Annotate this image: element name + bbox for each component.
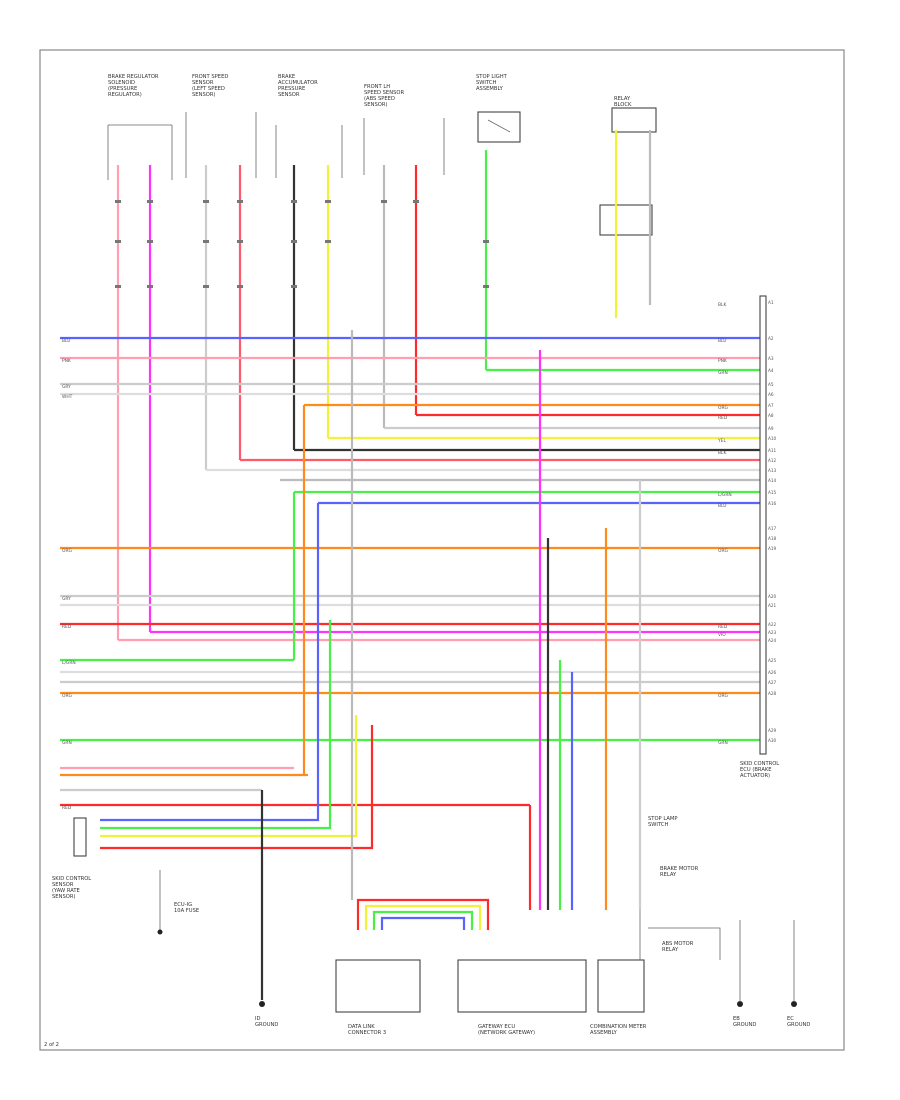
svg-text:A23: A23 bbox=[768, 630, 777, 635]
svg-text:PNK: PNK bbox=[62, 358, 71, 364]
svg-text:A20: A20 bbox=[768, 594, 777, 599]
svg-text:A7: A7 bbox=[768, 403, 774, 408]
svg-text:A15: A15 bbox=[768, 490, 777, 495]
svg-text:A30: A30 bbox=[768, 738, 777, 743]
wire-code-labels: BLK BLU PNK GRN ORG RED YEL BLK L/GRN BL… bbox=[62, 302, 732, 811]
svg-text:YEL: YEL bbox=[717, 438, 726, 444]
svg-text:A1: A1 bbox=[768, 300, 774, 305]
component-brackets bbox=[107, 107, 657, 236]
svg-text:GRN: GRN bbox=[718, 740, 728, 746]
svg-text:A12: A12 bbox=[768, 458, 777, 463]
svg-text:A29: A29 bbox=[768, 728, 777, 733]
svg-text:VIO: VIO bbox=[718, 632, 726, 638]
svg-text:ORG: ORG bbox=[62, 548, 73, 554]
connector-right bbox=[597, 959, 645, 1013]
ground-left bbox=[259, 1001, 265, 1007]
svg-text:GRY: GRY bbox=[62, 384, 71, 390]
svg-text:A17: A17 bbox=[768, 526, 777, 531]
svg-text:RED: RED bbox=[718, 624, 728, 630]
pin-codes: A1 A2 A3 A4 A5 A6 A7 A8 A9 A10 A11 A12 A… bbox=[768, 300, 777, 743]
vertical-routes bbox=[100, 330, 642, 1000]
svg-text:RED: RED bbox=[62, 624, 72, 630]
ground-right1 bbox=[737, 1001, 743, 1007]
svg-text:A28: A28 bbox=[768, 691, 777, 696]
connector-left bbox=[335, 959, 421, 1013]
svg-text:A2: A2 bbox=[768, 336, 774, 341]
svg-text:A16: A16 bbox=[768, 501, 777, 506]
svg-text:A11: A11 bbox=[768, 448, 777, 453]
svg-text:BLU: BLU bbox=[62, 338, 70, 344]
svg-text:A19: A19 bbox=[768, 546, 777, 551]
connector-middle bbox=[457, 959, 587, 1013]
diagram-border bbox=[39, 49, 845, 1051]
svg-text:L/GRN: L/GRN bbox=[718, 492, 732, 498]
svg-text:BLU: BLU bbox=[718, 503, 726, 509]
svg-text:A13: A13 bbox=[768, 468, 777, 473]
svg-text:A8: A8 bbox=[768, 413, 774, 418]
svg-text:A22: A22 bbox=[768, 622, 777, 627]
page-ref: 2 of 2 bbox=[44, 1042, 59, 1048]
svg-text:A4: A4 bbox=[768, 368, 774, 373]
svg-text:A9: A9 bbox=[768, 426, 774, 431]
svg-text:GRN: GRN bbox=[62, 740, 72, 746]
svg-text:A26: A26 bbox=[768, 670, 777, 675]
svg-text:GRN: GRN bbox=[718, 370, 728, 376]
svg-text:A27: A27 bbox=[768, 680, 777, 685]
svg-text:A21: A21 bbox=[768, 603, 777, 608]
bottom-mid-connector-label: GATEWAY ECU(NETWORK GATEWAY) bbox=[478, 1024, 535, 1036]
connector-ticks bbox=[115, 200, 489, 288]
svg-text:RED: RED bbox=[718, 415, 728, 421]
svg-text:A6: A6 bbox=[768, 392, 774, 397]
svg-text:ORG: ORG bbox=[718, 693, 729, 699]
svg-text:RED: RED bbox=[62, 805, 72, 811]
svg-text:A25: A25 bbox=[768, 658, 777, 663]
svg-text:A5: A5 bbox=[768, 382, 774, 387]
svg-text:GRY: GRY bbox=[62, 596, 71, 602]
horizontal-wires bbox=[60, 336, 760, 807]
svg-text:A18: A18 bbox=[768, 536, 777, 541]
ground-right2 bbox=[791, 1001, 797, 1007]
svg-text:BLK: BLK bbox=[718, 450, 726, 456]
svg-text:A10: A10 bbox=[768, 436, 777, 441]
svg-text:A3: A3 bbox=[768, 356, 774, 361]
svg-text:ORG: ORG bbox=[62, 693, 73, 699]
svg-text:PNK: PNK bbox=[718, 358, 727, 364]
svg-text:A24: A24 bbox=[768, 638, 777, 643]
svg-text:WHT: WHT bbox=[62, 394, 73, 400]
svg-text:BLK: BLK bbox=[718, 302, 726, 308]
svg-text:A14: A14 bbox=[768, 478, 777, 483]
svg-text:ORG: ORG bbox=[718, 548, 729, 554]
bottom-connector-wires bbox=[356, 898, 490, 930]
svg-text:ORG: ORG bbox=[718, 405, 729, 411]
svg-text:BLU: BLU bbox=[718, 338, 726, 344]
svg-text:L/GRN: L/GRN bbox=[62, 660, 76, 666]
